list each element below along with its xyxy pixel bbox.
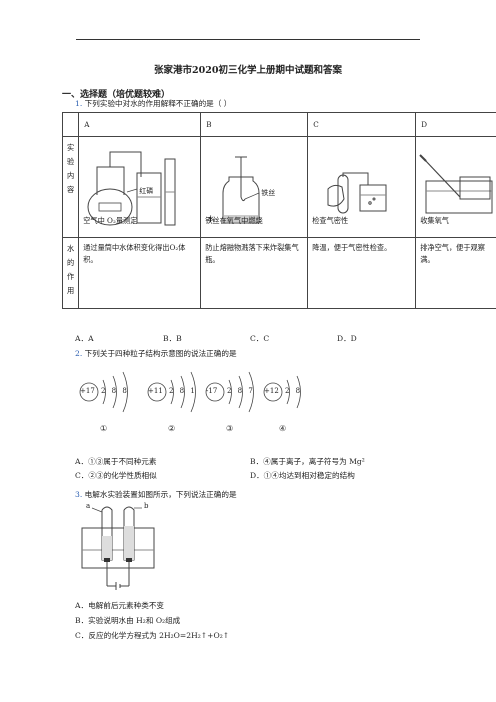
particle-2: +11 2 8 1 ② <box>143 368 203 440</box>
airtightness-check-apparatus <box>327 172 387 214</box>
question-3-stem: 3. 电解水实验装置如图所示，下列说法正确的是 <box>75 489 237 500</box>
question-text: 下列实验中对水的作用解释不正确的是（ ） <box>84 99 232 108</box>
water-label: 水 <box>207 215 215 223</box>
particle-1: +17 2 8 8 ① <box>75 368 135 440</box>
option-c[interactable]: C．②③的化学性质相似 <box>75 471 157 480</box>
document-title: 张家港市2020初三化学上册期中试题和答案 <box>154 65 342 76</box>
particle-diagrams: +17 2 8 8 ① +11 2 8 1 ② -17 2 8 7 ③ <box>75 368 315 440</box>
iron-combustion-bottle <box>222 156 260 224</box>
cell-experiment-c: 检查气密性 <box>307 136 417 238</box>
option-a[interactable]: A．A <box>75 334 94 343</box>
row-label-water-effect: 水 的 作 用 <box>61 237 80 309</box>
particle-label: ① <box>100 424 108 433</box>
electrolysis-apparatus: a b <box>80 500 160 595</box>
header-rule <box>76 39 420 40</box>
iron-wire-label: 铁丝 <box>261 189 276 197</box>
tube-b-label: b <box>144 502 149 510</box>
effect-d: 排净空气，便于观察满。 <box>415 237 496 309</box>
question-3-options: A．电解前后元素种类不变 B．实验说明水由 H₂和 O₂组成 C．反应的化学方程… <box>75 600 455 648</box>
nucleus-charge: -17 <box>206 387 218 395</box>
option-d[interactable]: D．D <box>337 334 357 343</box>
table-row-experiment: 实 验 内 容 红磷 空气中 O₂量测定 <box>61 136 496 238</box>
col-header-c: C <box>307 112 417 137</box>
question-text: 电解水实验装置如图所示，下列说法正确的是 <box>84 490 237 499</box>
cell-experiment-a: 红磷 空气中 O₂量测定 <box>78 136 202 238</box>
col-header-b: B <box>200 112 309 137</box>
option-b[interactable]: B．实验说明水由 H₂和 O₂组成 <box>75 616 181 625</box>
gas-collection-apparatus <box>419 154 493 214</box>
tube-a-label: a <box>86 502 91 510</box>
effect-c: 降温，便于气密性检查。 <box>307 237 417 309</box>
option-b[interactable]: B．④属于离子，离子符号为 Mg² <box>250 457 365 466</box>
caption-d: 收集氧气 <box>420 216 449 225</box>
caption-b: 铁丝在氧气中燃烧 <box>205 216 263 225</box>
particle-label: ③ <box>226 424 234 433</box>
caption-a: 空气中 O₂量测定 <box>83 216 138 225</box>
table-row-water-effect: 水 的 作 用 通过量筒中水体积变化得出O₂体积。 防止熔融物溅落下来炸裂集气瓶… <box>61 237 496 309</box>
question-number: 1. <box>75 99 83 108</box>
cell-experiment-d: 收集氧气 <box>415 136 496 238</box>
question-2-stem: 2. 下列关于四种粒子结构示意图的说法正确的是 <box>75 348 237 359</box>
nucleus-charge: +11 <box>148 387 163 395</box>
section-heading: 一、选择题（培优题较难） <box>62 90 171 100</box>
electron-shells: 2 8 <box>285 387 303 395</box>
oxygen-measurement-apparatus <box>87 151 176 226</box>
col-header-a: A <box>78 112 202 137</box>
col-header-d: D <box>415 112 496 137</box>
table-corner <box>61 112 80 137</box>
effect-b: 防止熔融物溅落下来炸裂集气瓶。 <box>200 237 309 309</box>
option-b[interactable]: B．B <box>163 334 182 343</box>
question-number: 2. <box>75 349 83 358</box>
option-c[interactable]: C．反应的化学方程式为 2H₂O=2H₂↑+O₂↑ <box>75 631 230 640</box>
question-text: 下列关于四种粒子结构示意图的说法正确的是 <box>84 349 237 358</box>
electron-shells: 2 8 8 <box>101 387 129 395</box>
question-number: 3. <box>75 490 83 499</box>
option-a[interactable]: A．①③属于不同种元素 <box>75 457 157 466</box>
nucleus-charge: +12 <box>264 387 279 395</box>
question-2-options: A．①③属于不同种元素 B．④属于离子，离子符号为 Mg² C．②③的化学性质相… <box>75 456 475 486</box>
electron-shells: 2 8 7 <box>227 387 255 395</box>
caption-c: 检查气密性 <box>312 216 349 225</box>
particle-4: +12 2 8 ④ <box>259 368 315 440</box>
nucleus-charge: +17 <box>80 387 95 395</box>
red-phosphorus-label: 红磷 <box>139 187 154 195</box>
table-header-row: A B C D <box>61 112 496 137</box>
row-label-experiment: 实 验 内 容 <box>61 136 80 238</box>
question-1-table: A B C D 实 验 内 容 <box>61 112 496 309</box>
question-1-stem: 1. 下列实验中对水的作用解释不正确的是（ ） <box>75 98 231 109</box>
option-a[interactable]: A．电解前后元素种类不变 <box>75 601 165 610</box>
electron-shells: 2 8 1 <box>169 387 197 395</box>
particle-label: ② <box>168 424 176 433</box>
cell-experiment-b: 铁丝 水 铁丝在氧气中燃烧 <box>200 136 309 238</box>
particle-3: -17 2 8 7 ③ <box>201 368 261 440</box>
option-c[interactable]: C．C <box>250 334 270 343</box>
particle-label: ④ <box>279 424 287 433</box>
effect-a: 通过量筒中水体积变化得出O₂体积。 <box>78 237 202 309</box>
option-d[interactable]: D．①④均达到相对稳定的结构 <box>250 471 355 480</box>
